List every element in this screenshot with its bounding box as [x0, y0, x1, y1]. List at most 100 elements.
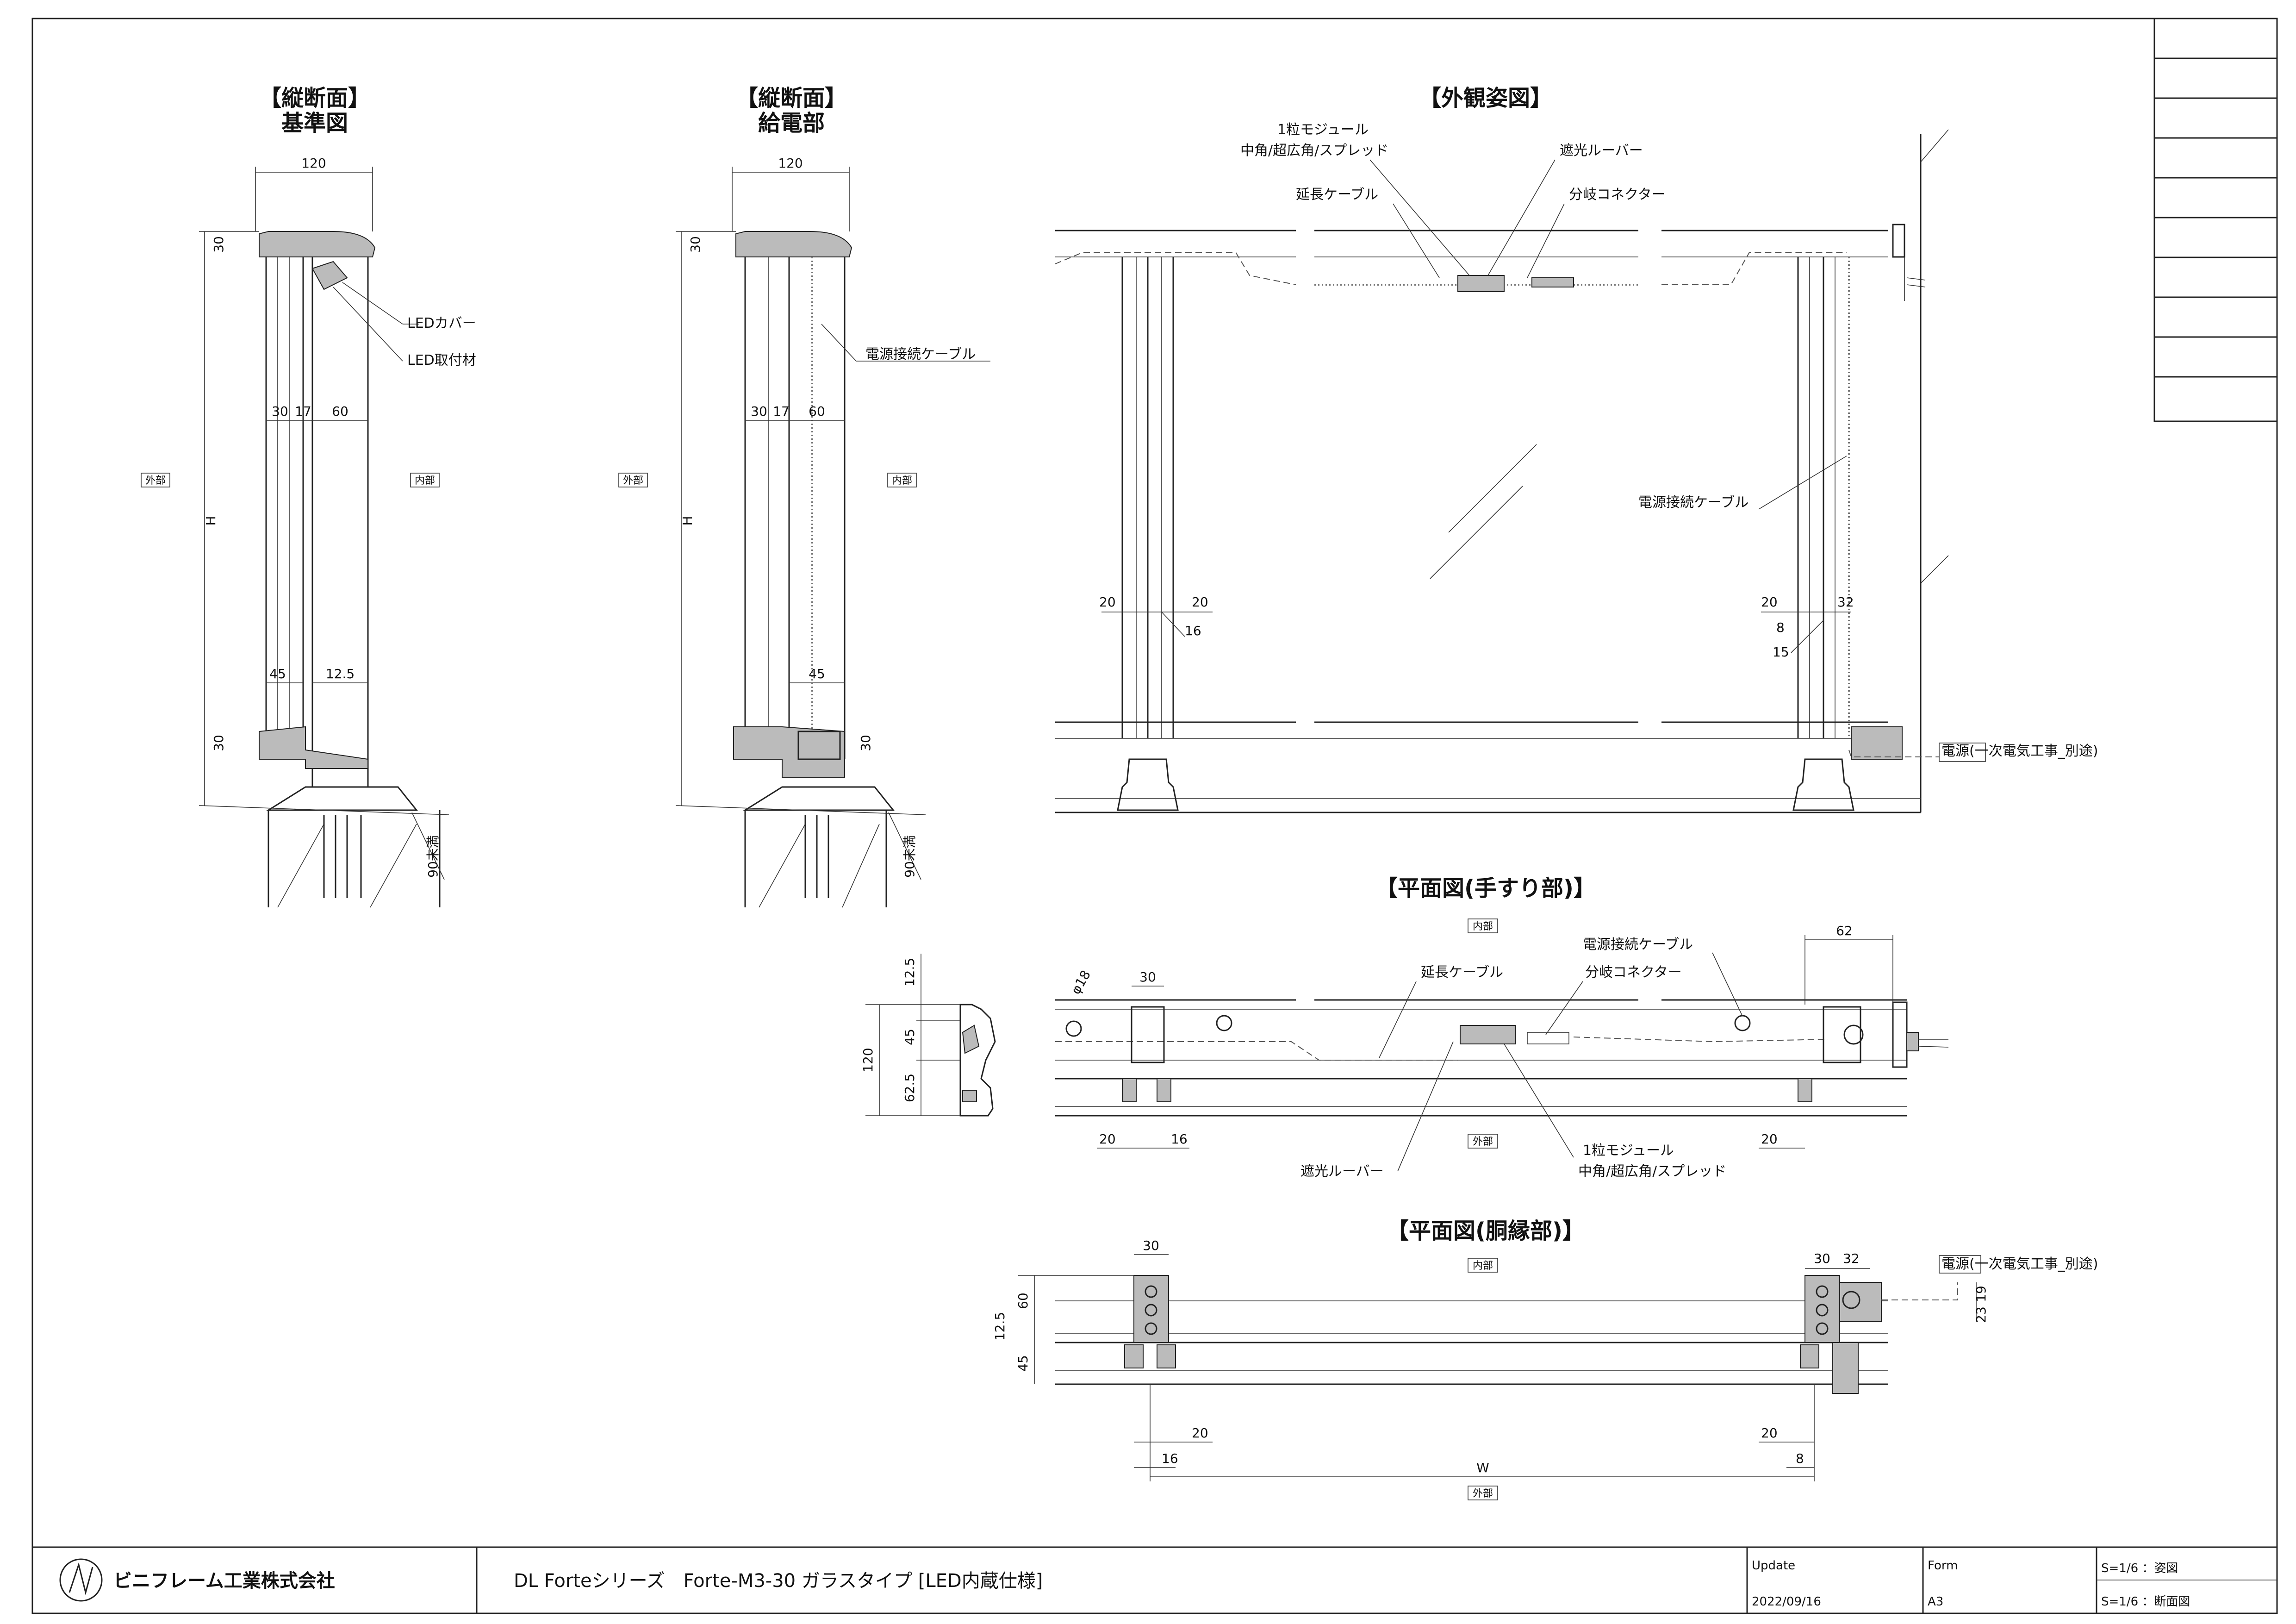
dim-45: 45 [809, 666, 825, 681]
dim-right-32: 32 [1843, 1251, 1860, 1266]
post-foot-left [1117, 758, 1179, 811]
dim-right-20: 20 [1761, 594, 1778, 610]
scale-elevation: S=1/6 ：姿図 [2101, 1562, 2178, 1575]
dim-left-16: 16 [1171, 1131, 1188, 1147]
cable-path-left [1055, 252, 1296, 285]
dim-23: 23 [1973, 1306, 1989, 1323]
tag-inside: 内部 [1473, 1260, 1493, 1272]
vertical-section-power: 【縦断面】 給電部 120 電源接続ケーブル 30 17 60 外部 内部 H … [618, 85, 990, 908]
label-module-1: 1粒モジュール [1583, 1143, 1674, 1159]
dim-60: 60 [332, 404, 348, 419]
label-power-cable: 電源接続ケーブル [1638, 494, 1748, 511]
update-date: 2022/09/16 [1752, 1595, 1821, 1609]
title-block: ビニフレーム工業株式会社 DL Forteシリーズ Forte-M3-30 ガラ… [32, 1546, 2277, 1613]
plan-view-handrail: 【平面図(手すり部)】 内部 φ18 30 62 電源接続ケ [1055, 875, 1949, 1180]
label-power: 電源(一次電気工事_別途) [1941, 1256, 2098, 1272]
section-title: 【平面図(胴縁部)】 [1387, 1218, 1585, 1244]
label-power: 電源(一次電気工事_別途) [1941, 743, 2098, 759]
label-power-cable: 電源接続ケーブル [1583, 937, 1693, 953]
section-title: 【平面図(手すり部)】 [1375, 875, 1596, 901]
drawing-title: DL Forteシリーズ Forte-M3-30 ガラスタイプ [LED内蔵仕様… [514, 1570, 1043, 1592]
dim-top-30: 30 [688, 236, 703, 253]
dim-height: H [203, 516, 218, 525]
dim-left-20: 20 [1099, 1131, 1116, 1147]
label-ext-cable: 延長ケーブル [1421, 964, 1503, 981]
rail-section-detail: 12.5 45 62.5 120 [860, 954, 996, 1117]
label-module-1: 1粒モジュール [1277, 122, 1369, 138]
tag-outside: 外部 [1473, 1488, 1493, 1499]
cable-path-right [1661, 252, 1847, 285]
dim-62: 62 [1836, 923, 1853, 938]
dim-phi: φ18 [1068, 968, 1094, 997]
dim-12-5: 12.5 [902, 958, 917, 987]
dim-left-20b: 20 [1192, 594, 1208, 610]
bottom-rail [259, 726, 368, 769]
dim-bottom-30: 30 [211, 735, 226, 751]
dim-right-30: 30 [1814, 1251, 1830, 1266]
dim-right-8: 8 [1796, 1451, 1804, 1466]
label-led-mount: LED取付材 [407, 352, 476, 369]
tag-inside: 内部 [415, 475, 435, 487]
dim-drain: 90未満 [902, 835, 917, 878]
company-logo-icon [59, 1558, 103, 1602]
section-title: 【縦断面】 [259, 85, 370, 111]
tag-inside: 内部 [1473, 921, 1493, 932]
branch-connector [1531, 277, 1574, 287]
dim-right-32: 32 [1837, 594, 1854, 610]
power-box [1851, 726, 1903, 760]
label-branch: 分岐コネクター [1569, 187, 1666, 203]
dim-45: 45 [902, 1029, 917, 1045]
dim-17: 17 [295, 404, 311, 419]
dim-width: 120 [778, 156, 803, 171]
revision-grid [2153, 18, 2278, 422]
label-louver: 遮光ルーバー [1560, 143, 1643, 159]
dim-12-5: 12.5 [992, 1312, 1008, 1341]
label-led-cover: LEDカバー [407, 315, 476, 331]
dim-60: 60 [1015, 1293, 1031, 1309]
dim-left-20a: 20 [1099, 594, 1116, 610]
led-cover-shape [311, 261, 348, 290]
section-title: 【縦断面】 [736, 85, 847, 111]
label-power-cable: 電源接続ケーブル [865, 346, 976, 362]
sheet-border [31, 18, 2278, 1614]
dim-45: 45 [1015, 1355, 1031, 1372]
base-floor [266, 786, 418, 811]
dim-60: 60 [809, 404, 825, 419]
plan-view-rail: 【平面図(胴縁部)】 内部 電源(一次電気工事_別途) 30 30 32 [992, 1218, 2098, 1500]
dim-right-20: 20 [1761, 1425, 1778, 1441]
dim-right-20: 20 [1761, 1131, 1778, 1147]
tag-inside: 内部 [892, 475, 912, 487]
vertical-section-reference: 【縦断面】 基準図 120 LEDカバー LED取付材 30 17 60 外部 … [141, 85, 476, 908]
form-label: Form [1928, 1559, 1958, 1573]
elevation-view: 【外観姿図】 1粒モジュール 中角/超広角/スプレッド 遮光ルーバー 延長ケーブ… [1055, 85, 2098, 813]
form-value: A3 [1928, 1595, 1943, 1609]
dim-45: 45 [269, 666, 286, 681]
dim-height: H [680, 516, 695, 525]
section-subtitle: 基準図 [281, 110, 348, 136]
dim-bottom-30: 30 [858, 735, 873, 751]
handrail-cap [259, 231, 376, 257]
dim-30: 30 [1139, 969, 1156, 985]
led-module [1457, 275, 1505, 292]
base-floor [742, 786, 895, 811]
update-label: Update [1752, 1559, 1795, 1573]
branch-connector [1527, 1032, 1569, 1044]
rail-profile [959, 1004, 996, 1117]
handrail-cap [735, 231, 852, 257]
dim-right-15: 15 [1773, 644, 1789, 660]
dim-12-5: 12.5 [326, 666, 355, 681]
label-module-2: 中角/超広角/スプレッド [1578, 1163, 1726, 1180]
dim-top-30: 30 [211, 236, 226, 253]
dim-left-30: 30 [1143, 1238, 1159, 1253]
dim-left-16: 16 [1162, 1451, 1178, 1466]
company-name: ビニフレーム工業株式会社 [113, 1570, 335, 1592]
dim-120: 120 [860, 1048, 876, 1072]
tag-outside: 外部 [1473, 1136, 1493, 1148]
label-louver: 遮光ルーバー [1300, 1163, 1384, 1180]
dim-17: 17 [773, 404, 790, 419]
tag-outside: 外部 [145, 475, 166, 487]
dim-right-8: 8 [1776, 620, 1785, 635]
scale-section: S=1/6 ：断面図 [2101, 1595, 2190, 1609]
dim-30: 30 [272, 404, 288, 419]
